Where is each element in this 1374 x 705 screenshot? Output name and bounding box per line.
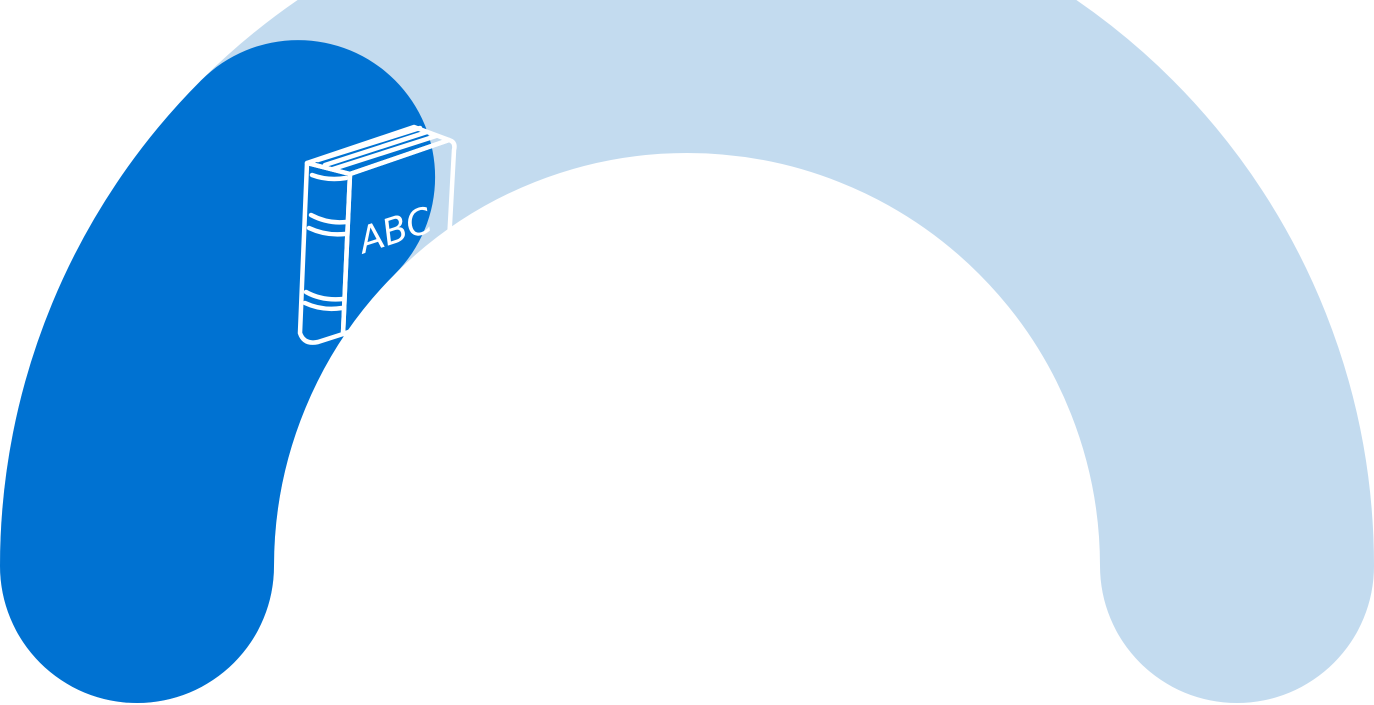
book-cover	[340, 137, 457, 337]
gauge-progress-fill	[0, 40, 436, 703]
book-icon	[297, 124, 457, 345]
book-spine	[297, 160, 353, 345]
